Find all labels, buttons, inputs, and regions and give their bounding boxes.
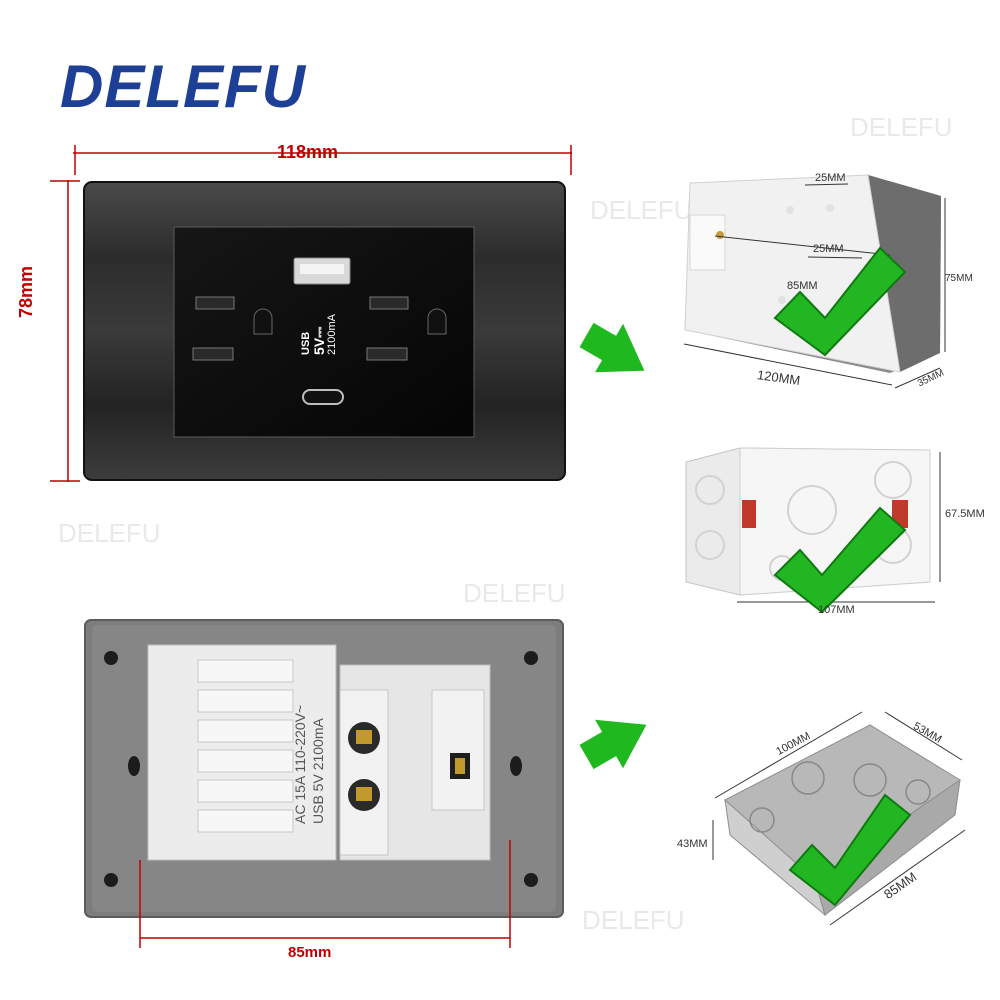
box3-image — [712, 711, 966, 926]
box1-mid-label: 85MM — [787, 280, 818, 292]
box1-top-label: 25MM — [815, 172, 846, 184]
usb-text-3: 2100mA — [326, 314, 338, 355]
back-socket-image — [84, 619, 564, 948]
usb-text-2: 5V⎓ — [311, 326, 327, 355]
arrow-icon — [579, 719, 647, 770]
box2-image — [685, 447, 941, 614]
box1-inner-label: 25MM — [813, 243, 844, 255]
box2-height-label: 67.5MM — [945, 508, 985, 520]
module-text-1: AC 15A 110-220V~ — [292, 704, 308, 824]
box1-image — [683, 174, 946, 389]
watermark: DELEFU — [590, 195, 693, 225]
module-text-2: USB 5V 2100mA — [310, 718, 326, 824]
back-width-label: 85mm — [288, 944, 332, 961]
front-height-label: 78mm — [16, 265, 36, 318]
watermark: DELEFU — [582, 905, 685, 935]
watermark: DELEFU — [58, 518, 161, 548]
module-rating-text: AC 15A 110-220V~ USB 5V 2100mA — [291, 705, 327, 824]
box2-width-label: 107MM — [818, 604, 855, 616]
watermark: DELEFU — [850, 112, 953, 142]
usb-rating-text: USB 5V⎓ 2100mA — [300, 314, 339, 355]
arrow-icon — [579, 322, 645, 373]
front-width-label: 118mm — [277, 142, 339, 162]
box1-height-label: 75MM — [945, 273, 973, 284]
brand-logo: DELEFU — [60, 53, 306, 120]
watermark: DELEFU — [463, 578, 566, 608]
front-socket-image — [50, 145, 572, 482]
box3-height-label: 43MM — [677, 838, 708, 850]
